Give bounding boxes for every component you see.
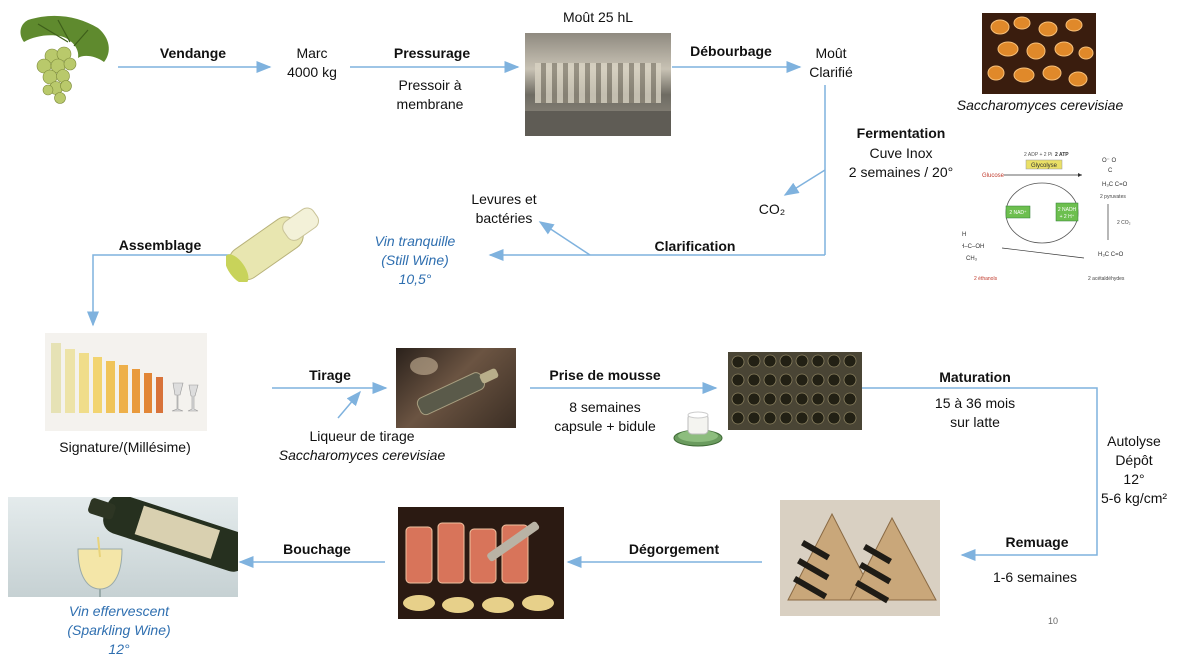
svg-text:H₃C C=O: H₃C C=O (1098, 252, 1124, 258)
step-assemblage: Assemblage (118, 237, 202, 253)
fermentation-line-1: Cuve Inox (869, 145, 933, 161)
grapes-image (8, 12, 118, 112)
pathway-adp: 2 ADP + 2 Pi (1024, 152, 1052, 158)
step-degorgement: Dégorgement (628, 541, 720, 557)
still-wine-line-2: (Still Wine) (381, 252, 449, 268)
liqueur-line-2: Saccharomyces cerevisiae (278, 447, 446, 463)
arrow-assemblage (87, 254, 236, 327)
page-number: 10 (1047, 616, 1058, 626)
step-pressurage: Pressurage (393, 45, 471, 61)
fermentation-line-2: 2 semaines / 20° (848, 164, 954, 180)
prise-line-2: capsule + bidule (554, 418, 656, 434)
mout-clarifie-label: Moût Clarifié (796, 44, 866, 82)
capsule-bidule-image (672, 408, 724, 448)
autolyse-line-3: 12° (1123, 471, 1145, 487)
step-clarification: Clarification (654, 238, 736, 254)
svg-text:O⁻ O: O⁻ O (1102, 158, 1117, 164)
glasses-lineup-image (45, 333, 207, 431)
sparkling-line-1: Vin effervescent (68, 603, 170, 619)
pathway-acetaldehydes: 2 acétaldéhydes (1088, 276, 1125, 282)
yeast-image (982, 13, 1096, 94)
arrow-levures (538, 221, 591, 256)
step-tirage: Tirage (309, 367, 351, 383)
champagne-pour-image (8, 497, 238, 597)
levures-label: Levures et bactéries (454, 190, 554, 228)
autolyse-label: Autolyse Dépôt 12° 5-6 kg/cm² (1096, 432, 1172, 508)
marc-line-2: 4000 kg (287, 64, 337, 80)
still-wine-label: Vin tranquille (Still Wine) 10,5° (350, 232, 480, 289)
maturation-detail: 15 à 36 mois sur latte (910, 394, 1040, 432)
svg-text:H–C–OH: H–C–OH (962, 244, 984, 250)
prise-line-1: 8 semaines (569, 399, 641, 415)
arrow-maturation (862, 387, 1098, 561)
fermentation-pathway-diagram: 2 ADP + 2 Pi 2 ATP Glycolyse Glucose 2 N… (960, 140, 1162, 288)
step-debourbage: Débourbage (690, 43, 772, 59)
pathway-nad: 2 NAD⁺ (1009, 210, 1027, 216)
pathway-ethanols: 2 éthanols (974, 276, 998, 282)
step-remuage: Remuage (1005, 534, 1069, 550)
svg-text:CH₃: CH₃ (966, 256, 978, 262)
mout-clarifie-line-2: Clarifié (809, 64, 853, 80)
remuage-detail: 1-6 semaines (992, 569, 1078, 585)
pathway-co2: 2 CO₂ (1117, 220, 1131, 226)
sparkling-wine-label: Vin effervescent (Sparkling Wine) 12° (44, 602, 194, 659)
step-prise-de-mousse: Prise de mousse (549, 367, 661, 383)
step-maturation: Maturation (939, 369, 1011, 385)
maturation-line-2: sur latte (950, 414, 1000, 430)
liqueur-line-1: Liqueur de tirage (309, 428, 415, 444)
prise-detail: 8 semaines capsule + bidule (530, 398, 680, 436)
levures-line-2: bactéries (475, 210, 533, 226)
svg-text:C: C (1108, 168, 1113, 174)
wine-bottle-image (226, 190, 338, 282)
sparkling-line-2: (Sparkling Wine) (67, 622, 171, 638)
yeast-caption: Saccharomyces cerevisiae (956, 97, 1124, 113)
pressoir-line-2: membrane (396, 96, 464, 112)
tirage-image (396, 348, 516, 428)
co2-label: CO₂ (758, 201, 786, 217)
pathway-pyruvates: 2 pyruvates (1100, 194, 1126, 200)
svg-text:H₃C C=O: H₃C C=O (1102, 182, 1128, 188)
marc-line-1: Marc (296, 45, 328, 61)
pressoir-line-1: Pressoir à (398, 77, 462, 93)
autolyse-line-1: Autolyse (1107, 433, 1161, 449)
sparkling-line-3: 12° (108, 641, 130, 657)
signature-label: Signature/(Millésime) (59, 439, 191, 455)
riddling-rack-image (780, 500, 940, 616)
pathway-glycolyse: Glycolyse (1031, 163, 1058, 169)
arrow-liqueur (337, 390, 361, 419)
autolyse-line-2: Dépôt (1115, 452, 1153, 468)
degorgement-image (398, 507, 564, 619)
liqueur-label: Liqueur de tirage Saccharomyces cerevisi… (262, 427, 462, 465)
must-tank-image (525, 33, 671, 136)
autolyse-line-4: 5-6 kg/cm² (1100, 490, 1168, 506)
still-wine-line-1: Vin tranquille (374, 233, 456, 249)
mout-volume-label: Moût 25 hL (562, 9, 634, 25)
mout-clarifie-line-1: Moût (815, 45, 847, 61)
levures-line-1: Levures et (471, 191, 537, 207)
fermentation-detail: Cuve Inox 2 semaines / 20° (826, 144, 976, 182)
step-bouchage: Bouchage (283, 541, 351, 557)
step-fermentation: Fermentation (856, 125, 946, 141)
step-vendange: Vendange (159, 45, 227, 61)
pathway-glucose: Glucose (982, 173, 1005, 179)
pathway-nadh2: + 2 H⁺ (1060, 214, 1075, 220)
svg-text:H: H (962, 232, 966, 238)
arrow-co2 (783, 169, 826, 196)
bottle-stack-image (728, 352, 862, 430)
pathway-atp: 2 ATP (1055, 152, 1069, 158)
pressoir-label: Pressoir à membrane (380, 76, 480, 114)
still-wine-line-3: 10,5° (398, 271, 432, 287)
marc-label: Marc 4000 kg (272, 44, 352, 82)
maturation-line-1: 15 à 36 mois (934, 395, 1016, 411)
pathway-nadh: 2 NADH (1058, 207, 1077, 213)
